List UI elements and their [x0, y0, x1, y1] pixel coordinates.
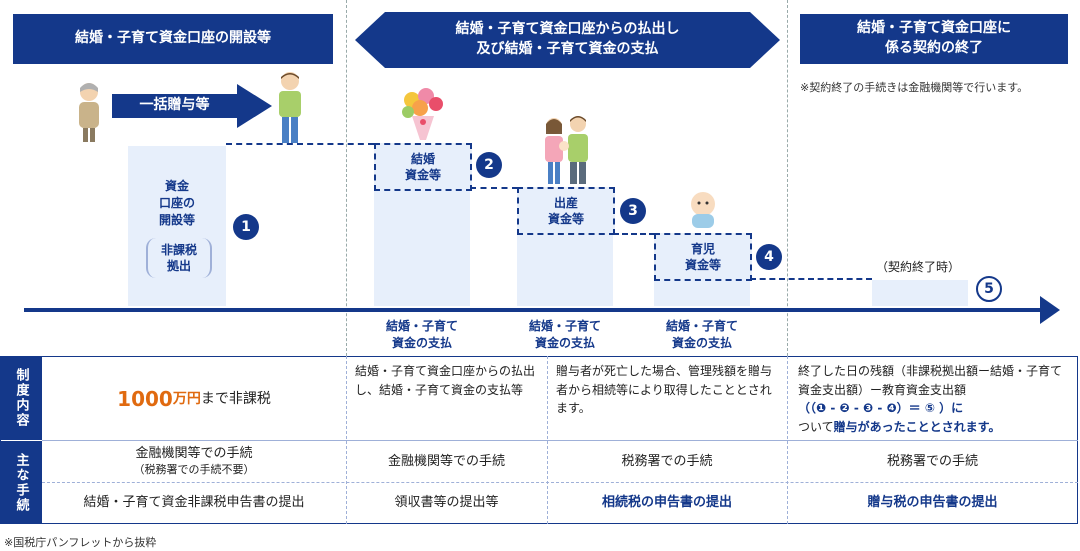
cell-proc-bottom-1: 結婚・子育て資金非課税申告書の提出 — [83, 495, 305, 511]
step-3-badge: 3 — [620, 198, 646, 224]
nontax-rest: まで非課税 — [200, 390, 271, 407]
column-account — [128, 146, 226, 306]
column-marriage — [374, 190, 470, 306]
column-birth — [517, 234, 613, 306]
connector-4 — [750, 278, 872, 280]
system-4-tail: ついて贈与があったこととされます。 — [798, 419, 1001, 434]
cell-system-2: 結婚・子育て資金口座からの払出し、結婚・子育て資金の支払等 — [355, 364, 536, 397]
stage-nontax-label: 非課税 拠出 — [146, 238, 212, 278]
payment-label-3: 結婚・子育て 資金の支払 — [665, 319, 738, 350]
header-withdraw-arrow — [355, 12, 780, 68]
step-5-badge: 5 — [976, 276, 1002, 302]
baby-icon — [691, 192, 715, 228]
footnote: ※国税庁パンフレットから抜粋 — [4, 536, 157, 549]
cell-proc-top-4: 税務署での手続 — [886, 453, 978, 469]
separator-2 — [787, 0, 788, 356]
cell-system-4: 終了した日の残額（非課税拠出額ー結婚・子育て資金支出額）ー教育資金支出額 （（❶… — [798, 362, 1070, 436]
connector-3 — [613, 233, 655, 235]
cell-proc-bottom-4: 贈与税の申告書の提出 — [867, 495, 998, 511]
stage-contract-end-label: （契約終了時） — [875, 260, 960, 274]
nontax-amount: 1000 — [117, 386, 173, 411]
cell-proc-bottom-3: 相続税の申告書の提出 — [601, 495, 732, 511]
cell-proc-top-1: 金融機関等での手続 （税務署での手続不要） — [133, 446, 255, 476]
cell-proc-top-3: 税務署での手続 — [621, 453, 713, 469]
couple-with-baby-icon — [545, 116, 588, 184]
timeline-arrow — [24, 296, 1060, 324]
grandparent-icon — [79, 83, 99, 142]
step-4-badge: 4 — [756, 244, 782, 270]
connector-1 — [226, 143, 374, 145]
header-contract-end: 結婚・子育て資金口座に 係る契約の終了 — [800, 14, 1068, 64]
connector-2 — [470, 187, 518, 189]
nontax-unit: 万円 — [172, 390, 201, 407]
table-row-divider — [42, 440, 1078, 441]
flower-bouquet-icon — [402, 88, 443, 140]
system-4-text: 終了した日の残額（非課税拠出額ー結婚・子育て資金支出額）ー教育資金支出額 — [798, 364, 1063, 397]
row-header-procedure: 主な手続 — [0, 441, 42, 524]
gift-arrow — [112, 84, 272, 128]
header-withdraw: 結婚・子育て資金口座からの払出し 及び結婚・子育て資金の支払 — [455, 21, 680, 57]
separator-1 — [346, 0, 347, 356]
stage-marriage: 結婚 資金等 — [374, 143, 472, 191]
step-2-badge: 2 — [476, 152, 502, 178]
table-col-divider-2 — [547, 356, 548, 524]
table-col-divider-1 — [346, 356, 347, 524]
header-account-opening: 結婚・子育て資金口座の開設等 — [13, 14, 333, 64]
row-header-system: 制度内容 — [0, 356, 42, 440]
gift-arrow-label: 一括贈与等 — [139, 97, 210, 113]
stage-birth: 出産 資金等 — [517, 187, 615, 235]
column-contract-end — [872, 280, 968, 306]
payment-label-2: 結婚・子育て 資金の支払 — [528, 319, 601, 350]
recipient-icon — [279, 72, 301, 143]
cell-proc-top-2: 金融機関等での手続 — [387, 453, 505, 469]
column-child — [654, 280, 750, 306]
cell-proc-bottom-2: 領収書等の提出等 — [394, 495, 499, 511]
stage-account-label: 資金 口座の 開設等 — [158, 179, 195, 227]
table-col-divider-3 — [787, 356, 788, 524]
cell-system-3: 贈与者が死亡した場合、管理残額を贈与者から相続等により取得したこととされます。 — [556, 364, 773, 416]
payment-label-1: 結婚・子育て 資金の支払 — [385, 319, 458, 350]
table-row-divider-dashed — [42, 482, 1078, 483]
stage-child: 育児 資金等 — [654, 233, 752, 281]
step-1-badge: 1 — [233, 214, 259, 240]
system-4-formula: （（❶ - ❷ - ❸ - ❹）＝ ⑤ ）に — [798, 401, 964, 416]
end-note: ※契約終了の手続きは金融機関等で行います。 — [800, 81, 1029, 94]
